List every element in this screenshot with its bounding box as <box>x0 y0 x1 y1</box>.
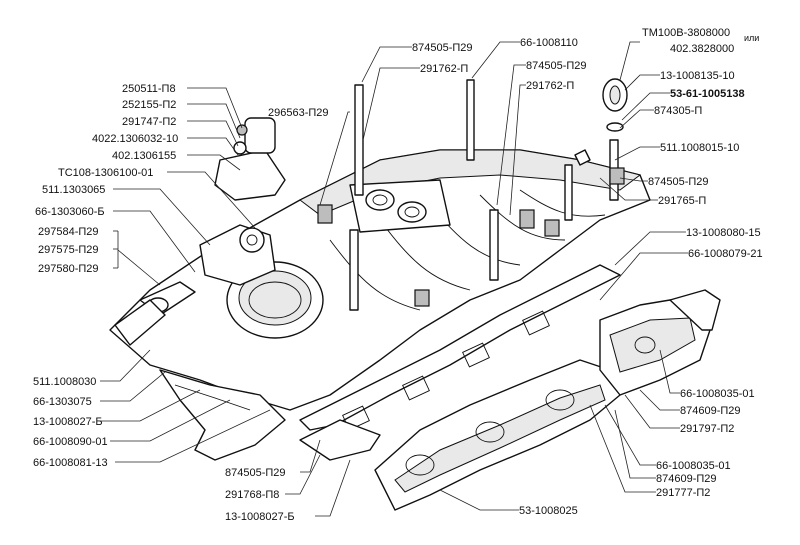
manifold-gaskets <box>299 264 621 461</box>
part-labels: 250511-П8 252155-П2 291747-П2 4022.13060… <box>33 27 763 523</box>
exhaust-manifold-right <box>599 289 721 396</box>
heat-shield <box>159 369 286 461</box>
label-252155: 252155-П2 <box>122 99 176 111</box>
label-874505-bot: 874505-П29 <box>225 467 286 479</box>
label-874305: 874305-П <box>654 105 702 117</box>
label-297580: 297580-П29 <box>38 263 99 275</box>
label-tc108: ТС108-1306100-01 <box>58 167 153 179</box>
label-66-1008035-b: 66-1008035-01 <box>656 460 731 472</box>
label-402: 402.1306155 <box>112 150 176 162</box>
label-53-61: 53-61-1005138 <box>670 88 745 100</box>
label-tm100: ТМ100В-3808000 <box>642 27 730 39</box>
label-291777: 291777-П2 <box>656 487 710 499</box>
label-291768: 291768-П8 <box>225 489 279 501</box>
label-291765: 291765-П <box>658 195 706 207</box>
label-291762-mid: 291762-П <box>526 80 574 92</box>
label-66-1008081: 66-1008081-13 <box>33 457 108 469</box>
label-13-1008027-b: 13-1008027-Б <box>225 511 295 523</box>
label-874505-mid: 874505-П29 <box>526 60 587 72</box>
label-511-1303065: 511.1303065 <box>42 184 105 196</box>
label-13-1008080: 13-1008080-15 <box>686 227 761 239</box>
intake-manifold <box>109 78 651 411</box>
label-297584: 297584-П29 <box>38 226 99 238</box>
label-874505-top: 874505-П29 <box>412 42 473 54</box>
label-291762-top: 291762-П <box>420 63 468 75</box>
label-13-1008027-a: 13-1008027-Б <box>33 416 103 428</box>
label-66-1008035-a: 66-1008035-01 <box>680 388 755 400</box>
label-296563: 296563-П29 <box>268 107 329 119</box>
label-874609-b: 874609-П29 <box>656 473 717 485</box>
label-4022: 4022.1306032-10 <box>92 133 178 145</box>
label-511-1008015: 511.1008015-10 <box>660 142 739 154</box>
label-874505-r: 874505-П29 <box>648 176 709 188</box>
label-66-1008110: 66-1008110 <box>520 37 578 49</box>
label-291747: 291747-П2 <box>122 116 176 128</box>
label-13-1008135: 13-1008135-10 <box>660 70 735 82</box>
label-66-1008090: 66-1008090-01 <box>33 436 108 448</box>
label-53-1008025: 53-1008025 <box>519 505 578 517</box>
label-66-1303060: 66-1303060-Б <box>35 206 105 218</box>
label-66-1008079: 66-1008079-21 <box>688 248 763 260</box>
leader-lines <box>100 41 688 517</box>
label-66-1303075: 66-1303075 <box>33 396 92 408</box>
label-291797: 291797-П2 <box>680 423 734 435</box>
label-ili: или <box>744 33 759 43</box>
label-250511: 250511-П8 <box>122 83 176 95</box>
label-297575: 297575-П29 <box>38 244 99 256</box>
label-874609-a: 874609-П29 <box>680 405 741 417</box>
label-511-1008030: 511.1008030 <box>33 376 96 388</box>
label-402-3828: 402.3828000 <box>670 43 734 55</box>
